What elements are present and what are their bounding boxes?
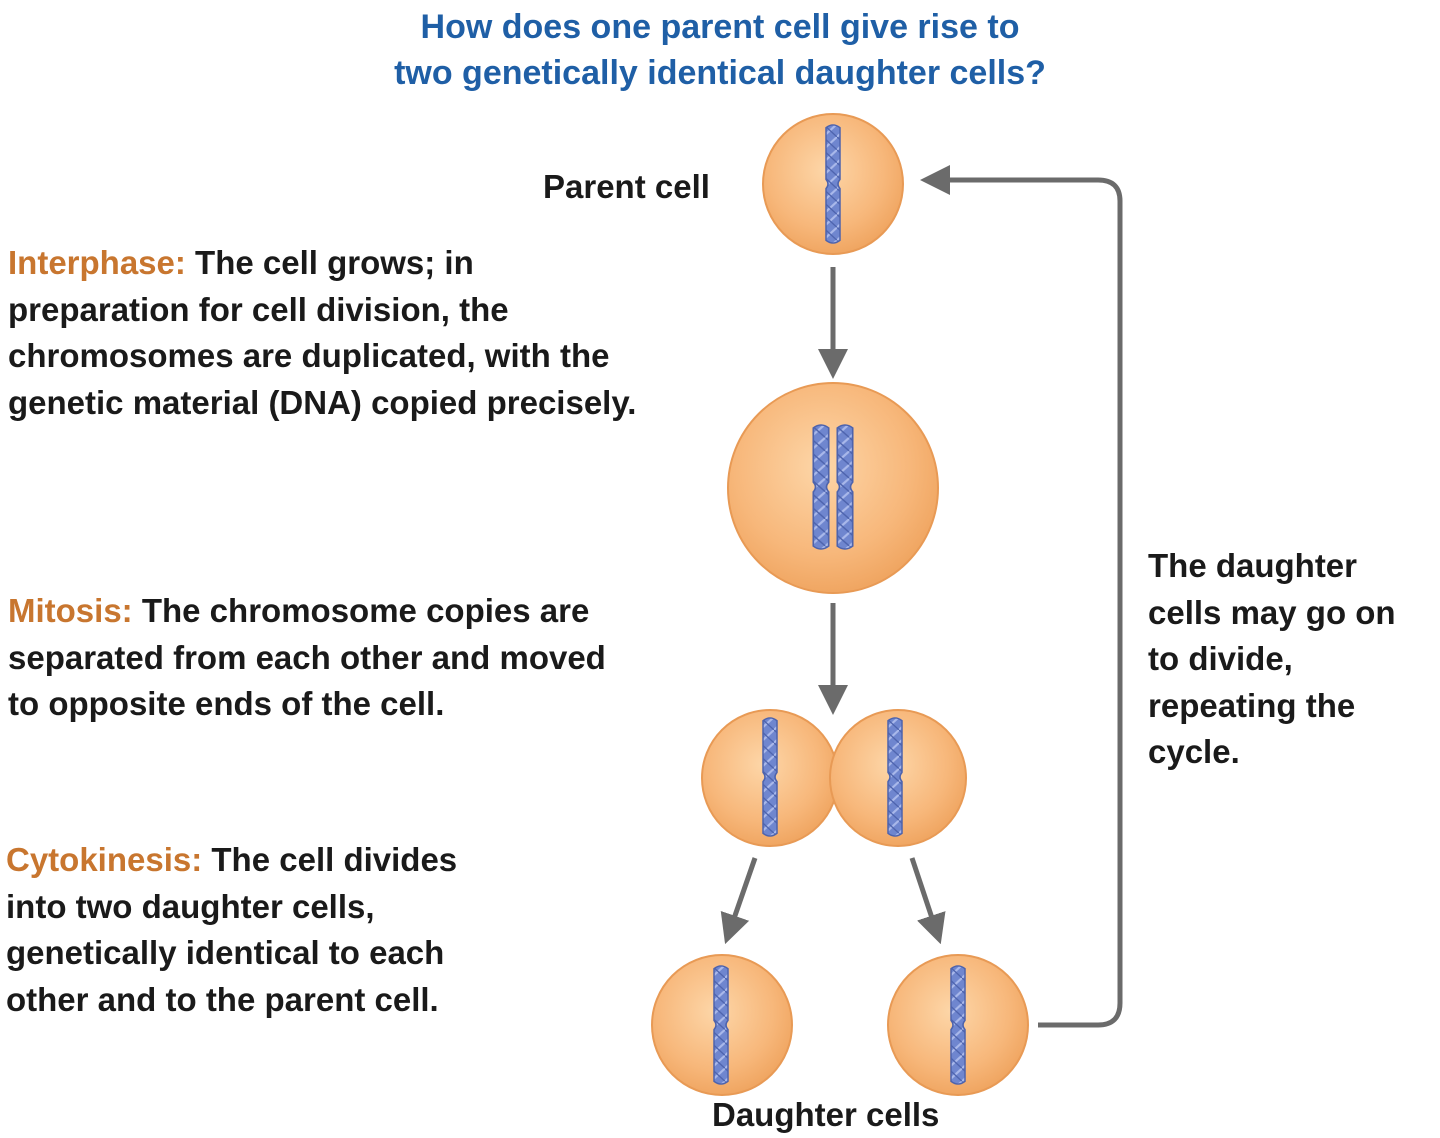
- daughter-cell-right: [887, 954, 1029, 1096]
- cytokinesis-term: Cytokinesis:: [6, 841, 203, 878]
- cycle-note: The daughter cells may go on to divide, …: [1148, 543, 1396, 776]
- separated-chromosome-right: [887, 717, 903, 837]
- daughter-cell-left: [651, 954, 793, 1096]
- cytokinesis-line-2: into two daughter cells,: [6, 887, 375, 925]
- parent-cell: [762, 113, 904, 255]
- interphase-line-3: chromosomes are duplicated, with the: [8, 337, 610, 374]
- mitosis-line-1: The chromosome copies are: [132, 592, 590, 629]
- mitosis-cell: [701, 709, 967, 847]
- cytokinesis-description: Cytokinesis: The cell divides into two d…: [6, 837, 457, 1023]
- parent-chromosome: [825, 124, 841, 244]
- daughter-chromosome-right: [950, 965, 966, 1085]
- diagram-title: How does one parent cell give rise to tw…: [300, 4, 1140, 96]
- parent-cell-label: Parent cell: [543, 168, 710, 205]
- title-line-1: How does one parent cell give rise to: [420, 8, 1020, 46]
- interphase-term: Interphase:: [8, 244, 186, 281]
- mitosis-term: Mitosis:: [8, 592, 133, 629]
- mitosis-description: Mitosis: The chromosome copies are separ…: [8, 588, 606, 728]
- duplicated-chromosome-left: [812, 424, 830, 550]
- cycle-note-line-2: cells may go on: [1148, 593, 1396, 631]
- cycle-note-line-1: The daughter: [1148, 547, 1358, 584]
- arrow-cycle-return: [920, 165, 1123, 1028]
- cytokinesis-line-1: The cell divides: [202, 841, 458, 878]
- interphase-line-2: preparation for cell division, the: [8, 290, 509, 328]
- interphase-line-1: The cell grows; in: [185, 244, 474, 281]
- arrow-to-right-daughter: [909, 857, 946, 945]
- interphase-cell: [727, 382, 939, 594]
- arrow-to-left-daughter: [720, 857, 758, 945]
- separated-chromosome-left: [762, 717, 778, 837]
- interphase-description: Interphase: The cell grows; in preparati…: [8, 240, 636, 426]
- cycle-note-line-4: repeating the: [1148, 686, 1356, 724]
- title-line-2: two genetically identical daughter cells…: [394, 54, 1046, 92]
- interphase-line-4: genetic material (DNA) copied precisely.: [8, 383, 637, 421]
- mitosis-line-3: to opposite ends of the cell.: [8, 685, 445, 722]
- duplicated-chromosome-right: [836, 424, 854, 550]
- cytokinesis-line-3: genetically identical to each: [6, 934, 445, 971]
- mitosis-line-2: separated from each other and moved: [8, 638, 606, 676]
- cycle-note-line-3: to divide,: [1148, 640, 1293, 677]
- daughter-chromosome-left: [713, 965, 729, 1085]
- daughter-cells-label: Daughter cells: [712, 1096, 940, 1133]
- cycle-note-line-5: cycle.: [1148, 733, 1240, 770]
- cytokinesis-line-4: other and to the parent cell.: [6, 980, 439, 1018]
